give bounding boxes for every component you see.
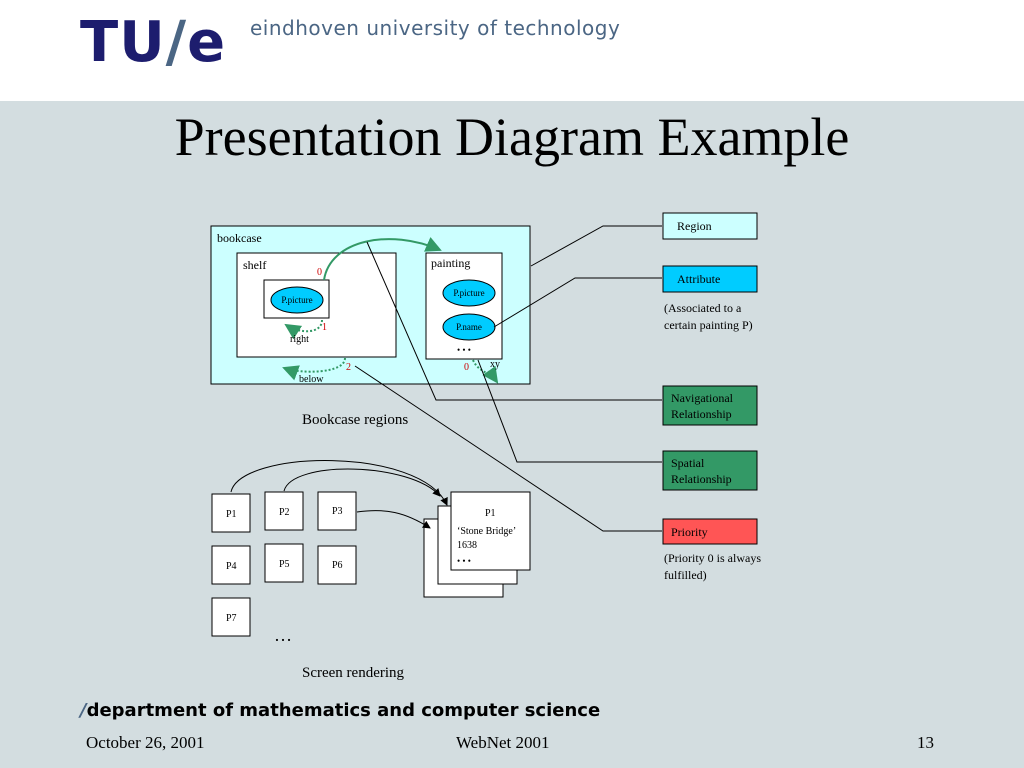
department-slash: / (80, 700, 87, 721)
painting-name-text: P.name (456, 322, 482, 332)
tile-p3 (317, 491, 357, 531)
priority-0-bottom: 0 (464, 362, 469, 373)
detail-page-front (450, 491, 531, 571)
painting-region (425, 252, 503, 360)
detail-page-dots: • • • (457, 556, 471, 566)
render-arrow-p1 (230, 460, 448, 506)
logo-e-text: e (187, 10, 227, 75)
tile-p3-label: P3 (332, 506, 343, 517)
painting-picture-attribute (442, 279, 496, 307)
render-arrow-p3 (356, 510, 431, 529)
connector-spatial (477, 359, 662, 463)
legend-priority-text: Priority (671, 525, 708, 539)
connector-priority (354, 365, 662, 532)
detail-page-title: P1 (485, 508, 496, 519)
connector-navigational (366, 241, 662, 401)
spatial-arrow-below (282, 357, 346, 381)
department-name: department of mathematics and computer s… (86, 700, 601, 721)
logo-tu-text: TU (80, 10, 166, 75)
slide-title: Presentation Diagram Example (174, 107, 850, 167)
xy-label: xy (490, 359, 500, 370)
legend-spatial-text-1: Spatial (671, 456, 705, 470)
connector-attribute (493, 277, 662, 328)
screen-rendering-caption: Screen rendering (302, 665, 405, 681)
shelf-picture-attribute (270, 286, 324, 314)
tile-p7-label: P7 (226, 613, 237, 624)
footer-event: WebNet 2001 (456, 733, 550, 752)
priority-2: 2 (346, 362, 351, 373)
priority-1: 1 (322, 322, 327, 333)
shelf-label: shelf (243, 258, 266, 272)
tue-logo: TU/e (80, 8, 226, 78)
shelf-picture-text: P.picture (281, 295, 312, 305)
tile-p2 (264, 491, 304, 531)
legend-navigational-text-1: Navigational (671, 391, 734, 405)
navigational-arrow (323, 237, 442, 281)
tile-p1-label: P1 (226, 509, 237, 520)
spatial-arrow-xy (472, 359, 499, 384)
header-bar: TU/e eindhoven university of technology (0, 0, 1024, 101)
legend-navigational-box (662, 385, 758, 426)
legend-priority-box (662, 518, 758, 545)
legend-attribute-text: Attribute (677, 272, 720, 286)
footer-date: October 26, 2001 (86, 733, 205, 752)
legend-region-text: Region (677, 219, 712, 233)
detail-page-line-2: 1638 (457, 540, 477, 551)
painting-name-attribute (442, 313, 496, 341)
tile-p4 (211, 545, 251, 585)
below-label: below (299, 374, 324, 385)
university-name: eindhoven university of technology (250, 16, 621, 40)
legend-priority-note-1: (Priority 0 is always (664, 551, 761, 565)
tile-p5-label: P5 (279, 559, 290, 570)
legend-attribute-note-1: (Associated to a (664, 301, 742, 315)
legend-navigational-text-2: Relationship (671, 407, 732, 421)
bookcase-regions-caption: Bookcase regions (302, 412, 408, 428)
tile-p2-label: P2 (279, 507, 290, 518)
tile-p1 (211, 493, 251, 533)
render-arrow-p2 (283, 468, 441, 497)
department-line: /department of mathematics and computer … (80, 700, 600, 721)
tile-p6-label: P6 (332, 560, 343, 571)
painting-more-dots: • • • (457, 345, 471, 355)
logo-slash: / (165, 10, 188, 75)
connector-region (530, 225, 662, 267)
legend-attribute-note-2: certain painting P) (664, 318, 753, 332)
painting-label: painting (431, 256, 470, 270)
priority-0-top: 0 (317, 267, 322, 278)
tile-p6 (317, 545, 357, 585)
detail-page-line-1: ‘Stone Bridge’ (457, 526, 516, 537)
more-tiles-ellipsis: … (274, 625, 292, 645)
tile-p7 (211, 597, 251, 637)
painting-picture-text: P.picture (453, 288, 484, 298)
legend-attribute-box (662, 265, 758, 293)
tile-p5 (264, 543, 304, 583)
footer-page-number: 13 (917, 733, 934, 752)
legend-region-box (662, 212, 758, 240)
bookcase-label: bookcase (217, 231, 262, 245)
legend-spatial-text-2: Relationship (671, 472, 732, 486)
right-label: right (290, 334, 309, 345)
legend-priority-note-2: fulfilled) (664, 568, 707, 582)
legend-spatial-box (662, 450, 758, 491)
tile-p4-label: P4 (226, 561, 237, 572)
